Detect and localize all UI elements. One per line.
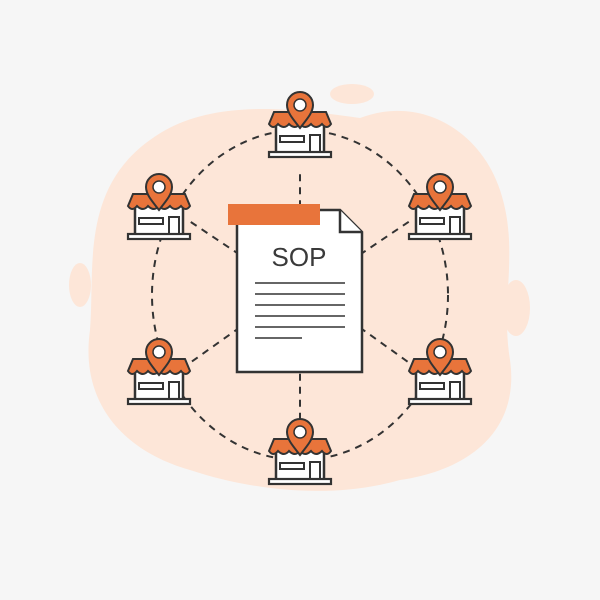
store-bottom-icon [267,418,333,486]
document-title: SOP [272,242,327,272]
outer-dashed-ring [151,129,449,461]
store-upper-left-icon [126,173,192,241]
sop-document: SOP [228,204,364,374]
store-upper-right-icon [407,173,473,241]
document-tab [228,204,320,225]
document-text-lines [255,282,345,339]
store-lower-right-icon [407,338,473,406]
store-lower-left-icon [126,338,192,406]
store-top-icon [267,91,333,159]
